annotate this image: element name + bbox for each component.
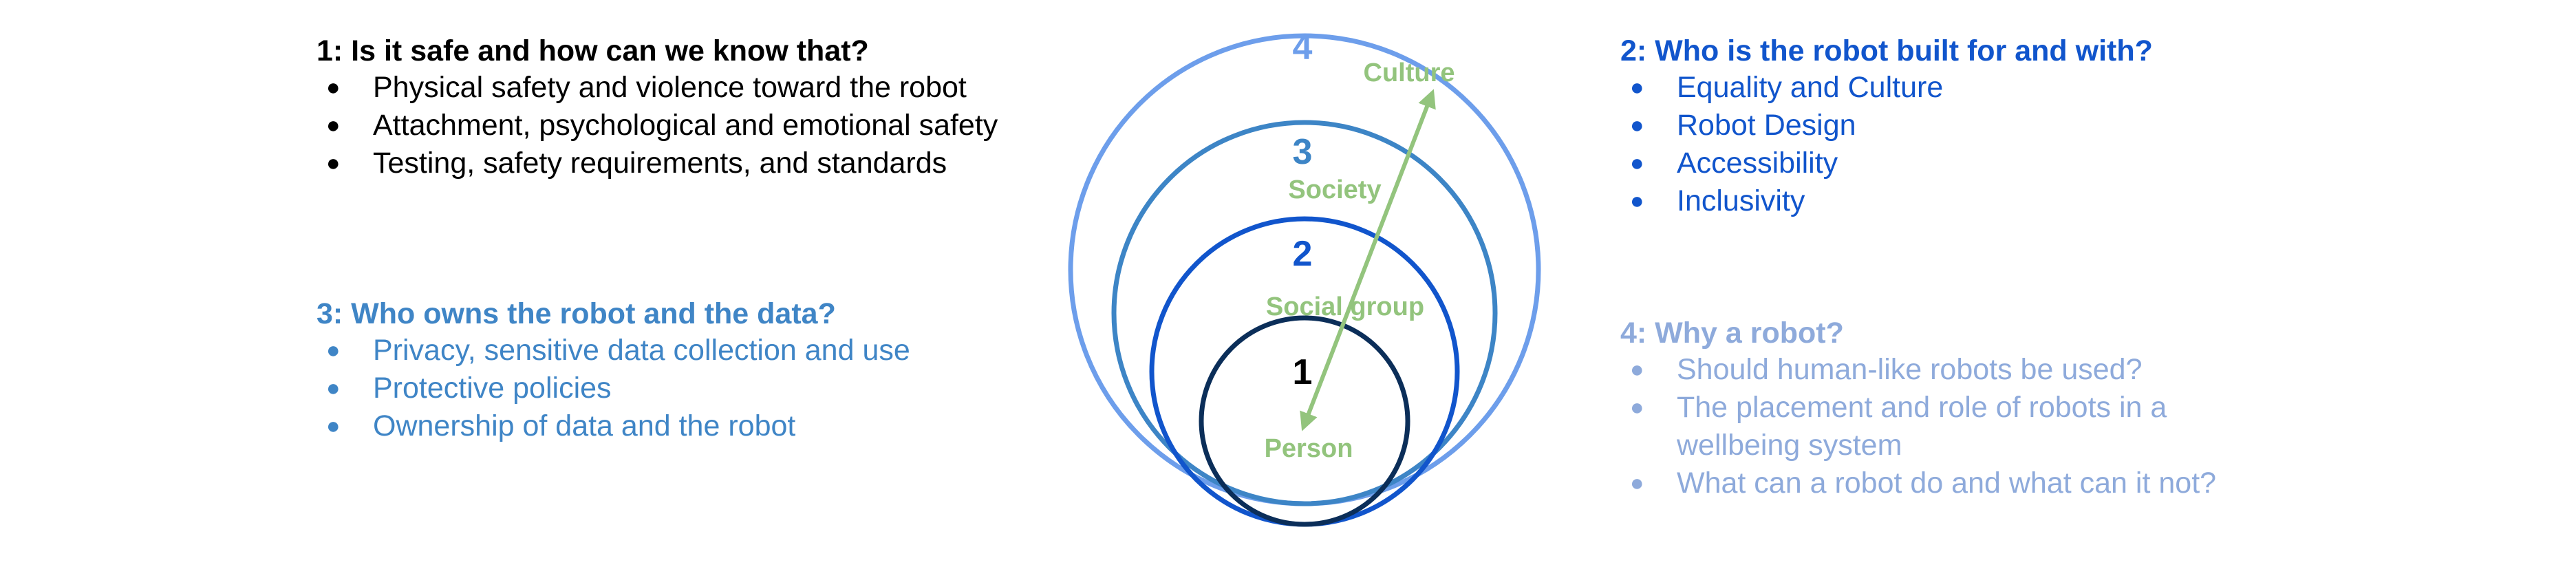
bullet-icon: ● xyxy=(326,413,341,439)
question-1-block: 1: Is it safe and how can we know that? … xyxy=(316,33,998,182)
level-3-number: 3 xyxy=(1293,132,1313,172)
question-1-item: ● Testing, safety requirements, and stand… xyxy=(316,145,998,182)
bullet-icon: ● xyxy=(1630,470,1644,496)
list-item-text: The placement and role of robots in a we… xyxy=(1677,391,2167,462)
question-3-item: ● Ownership of data and the robot xyxy=(316,407,910,445)
bullet-icon: ● xyxy=(326,337,341,363)
question-3-item: ● Privacy, sensitive data collection and … xyxy=(316,332,910,370)
question-2-block: 2: Who is the robot built for and with? … xyxy=(1620,33,2153,220)
question-4-list: ● Should human-like robots be used? ● The … xyxy=(1620,351,2268,502)
bullet-icon: ● xyxy=(1630,356,1644,383)
question-2-item: ● Inclusivity xyxy=(1620,182,2153,220)
level-4-number: 4 xyxy=(1293,28,1313,67)
arrow-person-to-culture xyxy=(1300,89,1436,431)
list-item-text: Protective policies xyxy=(373,372,612,405)
question-2-item: ● Robot Design xyxy=(1620,107,2153,145)
bullet-icon: ● xyxy=(1630,188,1644,214)
question-3-block: 3: Who owns the robot and the data? ● Pri… xyxy=(316,296,910,445)
level-1-number: 1 xyxy=(1293,352,1313,392)
question-4-item: ● Should human-like robots be used? xyxy=(1620,351,2268,389)
question-1-title: 1: Is it safe and how can we know that? xyxy=(316,34,869,67)
level-2-label: Social group xyxy=(1266,292,1424,321)
bullet-icon: ● xyxy=(326,74,341,100)
list-item-text: Equality and Culture xyxy=(1677,71,1944,104)
level-3-label: Society xyxy=(1288,175,1381,204)
bullet-icon: ● xyxy=(326,375,341,401)
bullet-icon: ● xyxy=(1630,394,1644,420)
list-item-text: Ownership of data and the robot xyxy=(373,409,796,442)
question-2-list: ● Equality and Culture ● Robot Design ● Acc… xyxy=(1620,69,2153,220)
question-4-title: 4: Why a robot? xyxy=(1620,317,1844,350)
question-3-title: 3: Who owns the robot and the data? xyxy=(316,297,836,330)
list-item-text: Physical safety and violence toward the … xyxy=(373,71,967,104)
list-item-text: Attachment, psychological and emotional … xyxy=(373,109,998,142)
question-1-item: ● Physical safety and violence toward the… xyxy=(316,69,998,107)
list-item-text: Privacy, sensitive data collection and u… xyxy=(373,334,910,367)
question-1-item: ● Attachment, psychological and emotional… xyxy=(316,107,998,145)
question-4-item: ● What can a robot do and what can it not… xyxy=(1620,464,2268,502)
list-item-text: Should human-like robots be used? xyxy=(1677,353,2143,386)
list-item-text: Testing, safety requirements, and standa… xyxy=(373,147,947,180)
list-item-text: Robot Design xyxy=(1677,109,1856,142)
bullet-icon: ● xyxy=(1630,74,1644,100)
bullet-icon: ● xyxy=(326,112,341,138)
question-1-list: ● Physical safety and violence toward the… xyxy=(316,69,998,182)
bullet-icon: ● xyxy=(1630,150,1644,176)
level-4-label: Culture xyxy=(1364,58,1455,87)
question-2-item: ● Accessibility xyxy=(1620,145,2153,182)
list-item-text: Inclusivity xyxy=(1677,184,1805,217)
question-4-block: 4: Why a robot? ● Should human-like robot… xyxy=(1620,315,2268,502)
question-4-item: ● The placement and role of robots in a w… xyxy=(1620,389,2268,464)
level-1-label: Person xyxy=(1265,434,1353,463)
list-item-text: Accessibility xyxy=(1677,147,1838,180)
question-3-list: ● Privacy, sensitive data collection and … xyxy=(316,332,910,445)
level-2-number: 2 xyxy=(1293,234,1313,274)
bullet-icon: ● xyxy=(326,150,341,176)
bullet-icon: ● xyxy=(1630,112,1644,138)
question-2-item: ● Equality and Culture xyxy=(1620,69,2153,107)
question-2-title: 2: Who is the robot built for and with? xyxy=(1620,34,2153,67)
list-item-text: What can a robot do and what can it not? xyxy=(1677,467,2217,500)
question-3-item: ● Protective policies xyxy=(316,370,910,407)
